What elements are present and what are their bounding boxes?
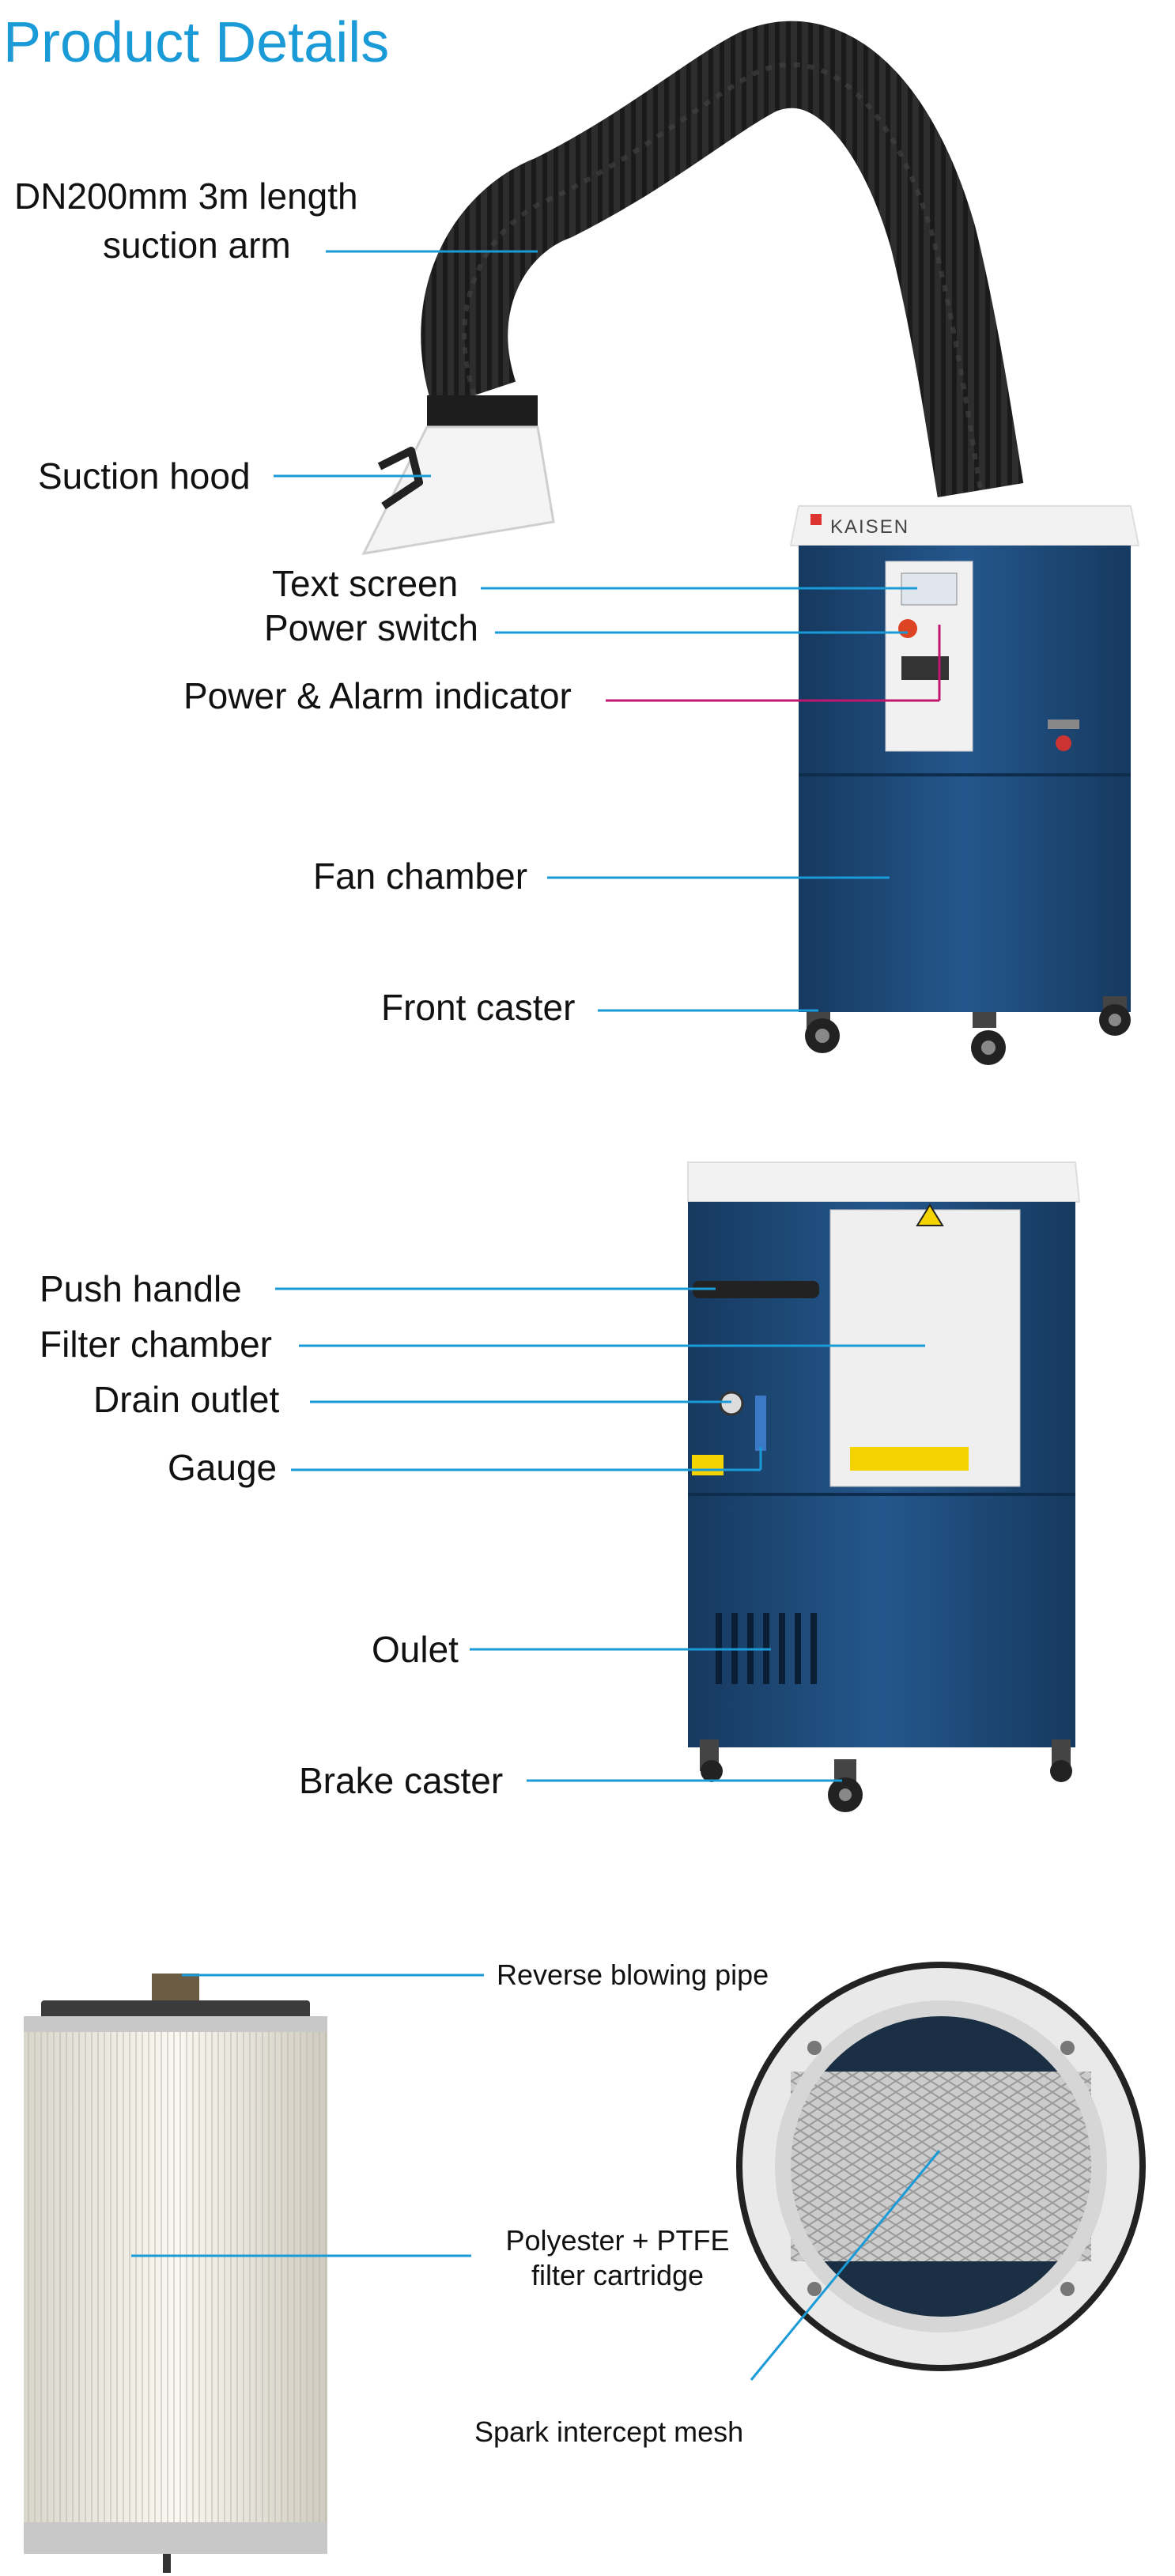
filter-cartridge	[24, 1974, 327, 2573]
label-gauge: Gauge	[168, 1447, 278, 1488]
label-push-handle: Push handle	[40, 1268, 242, 1309]
casters-front	[805, 996, 1131, 1065]
label-front-caster: Front caster	[381, 987, 576, 1028]
page-title: Product Details	[3, 11, 390, 74]
casters-side	[700, 1739, 1072, 1812]
callout-lines	[131, 250, 941, 2381]
label-drain-outlet: Drain outlet	[93, 1379, 280, 1420]
label-spark-intercept-mesh: Spark intercept mesh	[474, 2415, 744, 2448]
label-suction-arm-line2: suction arm	[103, 225, 291, 266]
spark-mesh-flange	[736, 1962, 1146, 2371]
suction-hood	[361, 395, 555, 555]
label-suction-arm-line1: DN200mm 3m length	[14, 176, 358, 217]
extractor-cabinet-side	[687, 1161, 1081, 1747]
extractor-cabinet-front	[789, 505, 1140, 1012]
label-outlet: Oulet	[372, 1629, 459, 1670]
label-power-alarm: Power & Alarm indicator	[183, 675, 572, 716]
label-fan-chamber: Fan chamber	[313, 856, 528, 897]
label-text-screen: Text screen	[272, 563, 459, 604]
suction-arm-hose	[421, 21, 1024, 498]
label-cartridge-line1: Polyester + PTFE	[505, 2224, 730, 2257]
label-cartridge-line2: filter cartridge	[531, 2259, 705, 2291]
label-filter-chamber: Filter chamber	[40, 1324, 272, 1365]
label-power-switch: Power switch	[264, 607, 478, 648]
alarm-callout-line	[606, 625, 941, 702]
label-reverse-blowing-pipe: Reverse blowing pipe	[497, 1958, 769, 1991]
brand-logo-text: KAISEN	[830, 516, 910, 538]
label-suction-hood: Suction hood	[38, 455, 251, 497]
label-brake-caster: Brake caster	[299, 1760, 504, 1801]
